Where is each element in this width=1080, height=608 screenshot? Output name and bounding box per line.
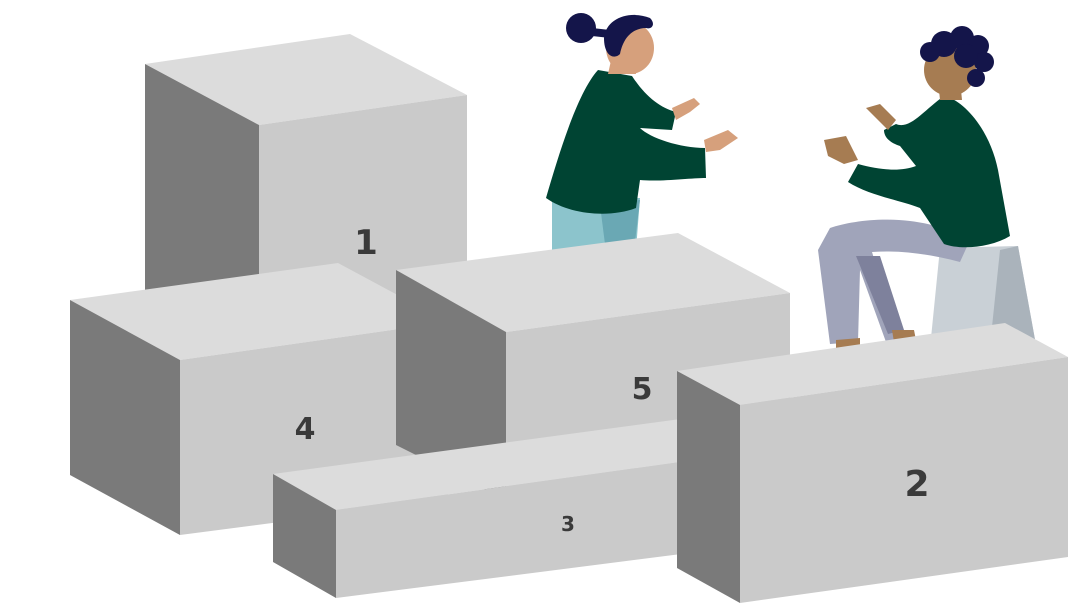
block-1-front xyxy=(259,95,467,300)
block-2-side xyxy=(677,371,740,603)
block-2: 2 xyxy=(677,323,1068,603)
block-5-side xyxy=(396,270,506,500)
block-1-side xyxy=(145,64,259,300)
block-5-top xyxy=(396,233,790,332)
block-1: 1 xyxy=(145,34,467,300)
woman-figure-icon xyxy=(546,13,738,252)
block-4-number: 4 xyxy=(295,412,316,447)
block-4-top xyxy=(70,263,448,360)
stool-icon xyxy=(930,246,1036,348)
block-2-top xyxy=(677,323,1068,405)
block-4-side xyxy=(70,300,180,535)
man-figure-icon xyxy=(818,26,1010,350)
block-1-number: 1 xyxy=(354,223,378,263)
block-3: 3 xyxy=(273,418,752,598)
block-2-front xyxy=(740,357,1068,603)
block-3-top xyxy=(273,418,752,510)
block-2-number: 2 xyxy=(904,464,929,505)
block-5-number: 5 xyxy=(632,372,653,407)
block-1-top xyxy=(145,34,467,125)
block-3-number: 3 xyxy=(561,512,575,536)
block-3-side xyxy=(273,474,336,598)
block-3-front xyxy=(336,452,752,598)
